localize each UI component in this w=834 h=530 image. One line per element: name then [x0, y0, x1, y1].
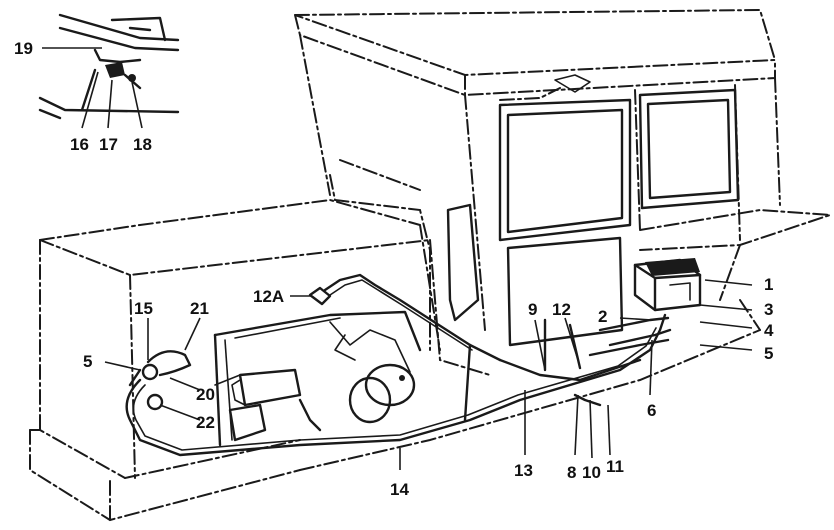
callout-17: 17 — [99, 135, 118, 154]
callout-2: 2 — [598, 307, 607, 326]
engine-hood — [39, 198, 491, 479]
callout-8: 8 — [567, 463, 576, 482]
callout-labels: 1 2 3 4 5 5 6 8 9 10 11 12 12A 13 14 15 … — [14, 39, 774, 499]
callout-4: 4 — [764, 321, 774, 340]
cab — [294, 8, 831, 351]
engine-components — [128, 286, 416, 442]
callout-14: 14 — [390, 480, 409, 499]
callout-6: 6 — [647, 401, 656, 420]
callout-13: 13 — [514, 461, 533, 480]
callout-1: 1 — [764, 275, 773, 294]
callout-5-right: 5 — [764, 344, 773, 363]
callout-11: 11 — [606, 457, 624, 476]
battery-box — [633, 258, 702, 312]
callout-16: 16 — [70, 135, 89, 154]
callout-21: 21 — [190, 299, 209, 318]
callout-15: 15 — [134, 299, 153, 318]
callout-22: 22 — [196, 413, 215, 432]
callout-3: 3 — [764, 300, 773, 319]
callout-12: 12 — [552, 300, 571, 319]
callout-18: 18 — [133, 135, 152, 154]
callout-20: 20 — [196, 385, 215, 404]
callout-5-left: 5 — [83, 352, 92, 371]
callout-10: 10 — [582, 463, 601, 482]
wiring-harness — [125, 273, 672, 457]
leader-lines — [42, 47, 753, 470]
callout-12a: 12A — [253, 287, 284, 306]
callout-19: 19 — [14, 39, 33, 58]
inset-detail — [38, 13, 180, 120]
callout-9: 9 — [528, 300, 537, 319]
